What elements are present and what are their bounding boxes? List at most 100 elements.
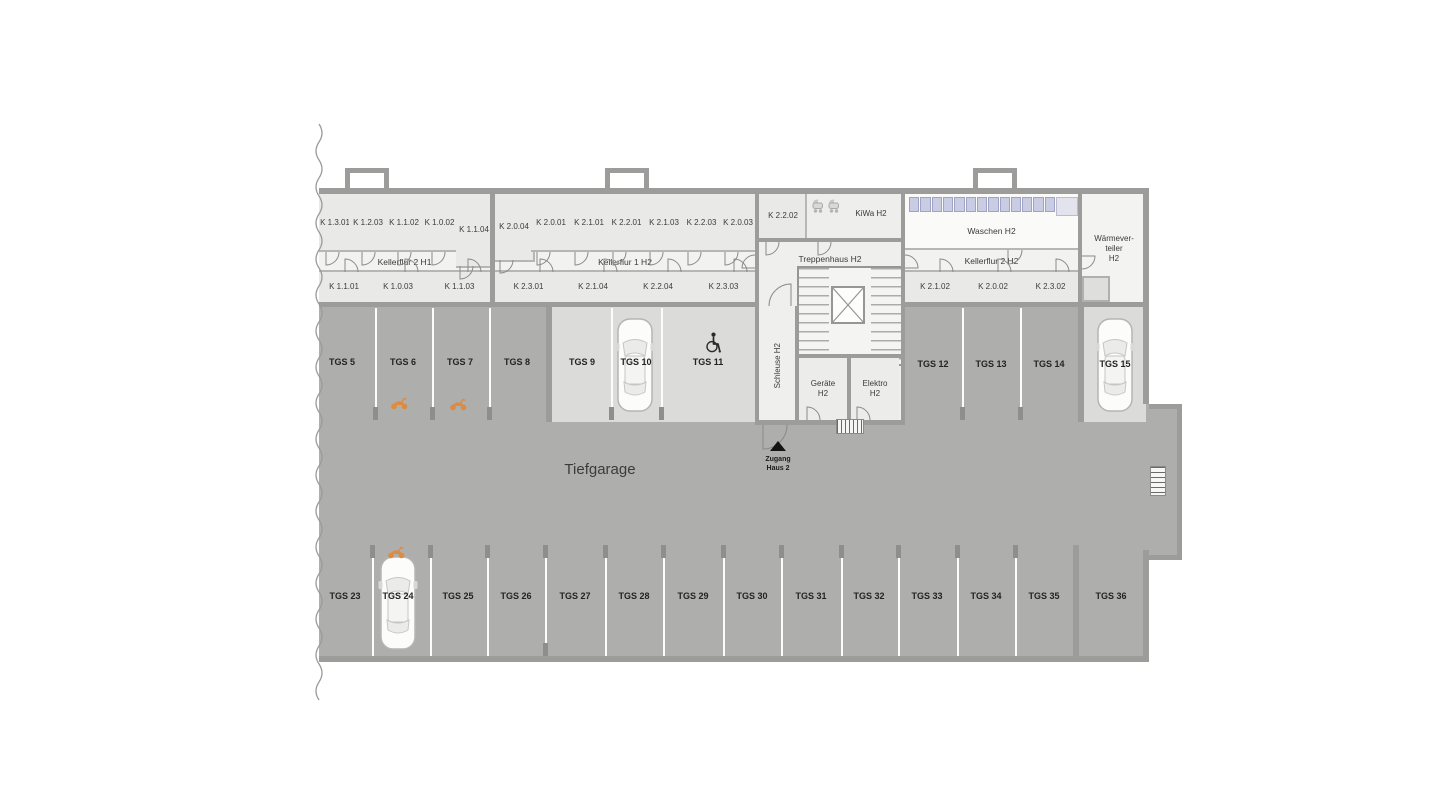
washing-machine-icon	[942, 197, 954, 212]
washing-machine-icon	[999, 197, 1010, 212]
wall-stub	[609, 407, 614, 420]
parking-divider	[489, 308, 491, 420]
keller-room: K 1.1.04	[456, 194, 492, 268]
keller-room: K 2.0.02	[963, 272, 1025, 302]
parking-spot-label: TGS 26	[500, 591, 532, 601]
wall	[799, 354, 901, 358]
parking-divider	[487, 545, 489, 656]
stairwell	[797, 266, 903, 366]
keller-room: K 2.3.03	[690, 272, 757, 302]
parking-divider	[375, 308, 377, 420]
stairs-flight-icon	[871, 268, 901, 360]
room-schleuse: Schleuse H2	[759, 306, 795, 425]
parking-spot-label: TGS 35	[1028, 591, 1060, 601]
parking-divider	[1015, 545, 1017, 656]
wall	[319, 302, 755, 307]
scooter-icon	[390, 397, 408, 410]
ladder-icon	[1150, 466, 1166, 496]
keller-room: K 1.1.02	[385, 194, 425, 252]
keller-room: K 1.1.01	[319, 272, 371, 302]
entrance-label-line: Zugang	[765, 456, 791, 463]
wall	[905, 302, 1149, 307]
parking-divider	[545, 545, 547, 656]
floor-grate-icon	[836, 419, 864, 434]
keller-room: K 2.1.02	[905, 272, 967, 302]
keller-room: K 2.2.02	[759, 194, 809, 238]
wall	[319, 188, 1149, 194]
wall	[319, 250, 456, 252]
washing-machine-icon	[931, 197, 942, 212]
equipment-box	[1082, 276, 1110, 302]
parking-spot-label: TGS 10	[620, 357, 652, 367]
washing-machine-icon	[909, 197, 920, 212]
wall-stub	[487, 407, 492, 420]
washing-machine-icon	[1010, 197, 1022, 212]
parking-spot-label: TGS 29	[677, 591, 709, 601]
wall	[1143, 550, 1149, 662]
parking-spot-label: TGS 13	[975, 359, 1007, 369]
room-label: Waschen H2	[967, 226, 1016, 236]
scooter-icon	[449, 398, 467, 411]
washing-machine-icon	[1033, 197, 1044, 212]
wall	[901, 194, 905, 425]
wall	[795, 306, 799, 425]
scooter-icon	[387, 546, 405, 559]
wall	[546, 306, 552, 422]
wall	[847, 358, 851, 420]
parking-spot-label: TGS 28	[618, 591, 650, 601]
wall-stub	[485, 545, 490, 558]
keller-room: K 2.3.01	[495, 272, 564, 302]
elevator-icon	[831, 286, 865, 324]
parking-divider	[661, 308, 663, 420]
entrance-label-line: Haus 2	[766, 465, 790, 473]
parking-spot-label: TGS 34	[970, 591, 1002, 601]
parking-divider	[605, 545, 607, 656]
wall-stub	[1018, 407, 1023, 420]
car-icon	[377, 556, 419, 650]
parking-divider	[372, 545, 374, 656]
wall-stub	[428, 545, 433, 558]
washing-machine-icon	[1044, 197, 1056, 212]
wall	[905, 248, 1078, 250]
parking-divider	[962, 308, 964, 420]
parking-divider	[841, 545, 843, 656]
parking-divider	[430, 545, 432, 656]
wall-stub	[659, 407, 664, 420]
parking-divider	[663, 545, 665, 656]
corridor-label: Kellerflur 1 H2	[598, 257, 652, 267]
parking-divider	[1020, 308, 1022, 420]
corridor-kellerflur-2-h2: Kellerflur 2 H2	[905, 250, 1078, 272]
sink-icon	[1056, 197, 1078, 216]
wall-stub	[373, 407, 378, 420]
keller-room: K 2.0.01	[531, 194, 573, 252]
parking-divider	[957, 545, 959, 656]
parking-spot-label: TGS 14	[1033, 359, 1065, 369]
parking-spot-label: TGS 24	[382, 591, 414, 601]
wall-stub	[370, 545, 375, 558]
parking-divider	[611, 308, 613, 420]
wall	[759, 238, 901, 242]
keller-room: K 2.0.03	[719, 194, 757, 252]
room-kiwa: KiWa H2	[807, 194, 901, 238]
parking-spot-label: TGS 12	[917, 359, 949, 369]
wall-stub	[779, 545, 784, 558]
corridor-label: Kellerflur 2 H2	[964, 256, 1019, 266]
stroller-icon	[812, 199, 823, 213]
wall-stub	[896, 545, 901, 558]
washing-machine-icon	[976, 197, 988, 212]
wall	[490, 194, 495, 302]
room-label: KiWa H2	[855, 209, 887, 218]
parking-spot-label: TGS 27	[559, 591, 591, 601]
wall	[531, 250, 755, 252]
parking-spot-label: TGS 30	[736, 591, 768, 601]
washing-machine-row	[909, 197, 1056, 212]
wall-stub	[955, 545, 960, 558]
entrance-arrow-icon	[770, 441, 786, 451]
wall	[1078, 194, 1082, 302]
corridor-label: Kellerflur 2 H1	[377, 257, 432, 267]
wall-stub	[661, 545, 666, 558]
room-label-line: teiler	[1105, 243, 1123, 253]
entrance-label: Zugang Haus 2	[754, 455, 802, 474]
parking-spot-label: TGS 15	[1099, 359, 1131, 369]
